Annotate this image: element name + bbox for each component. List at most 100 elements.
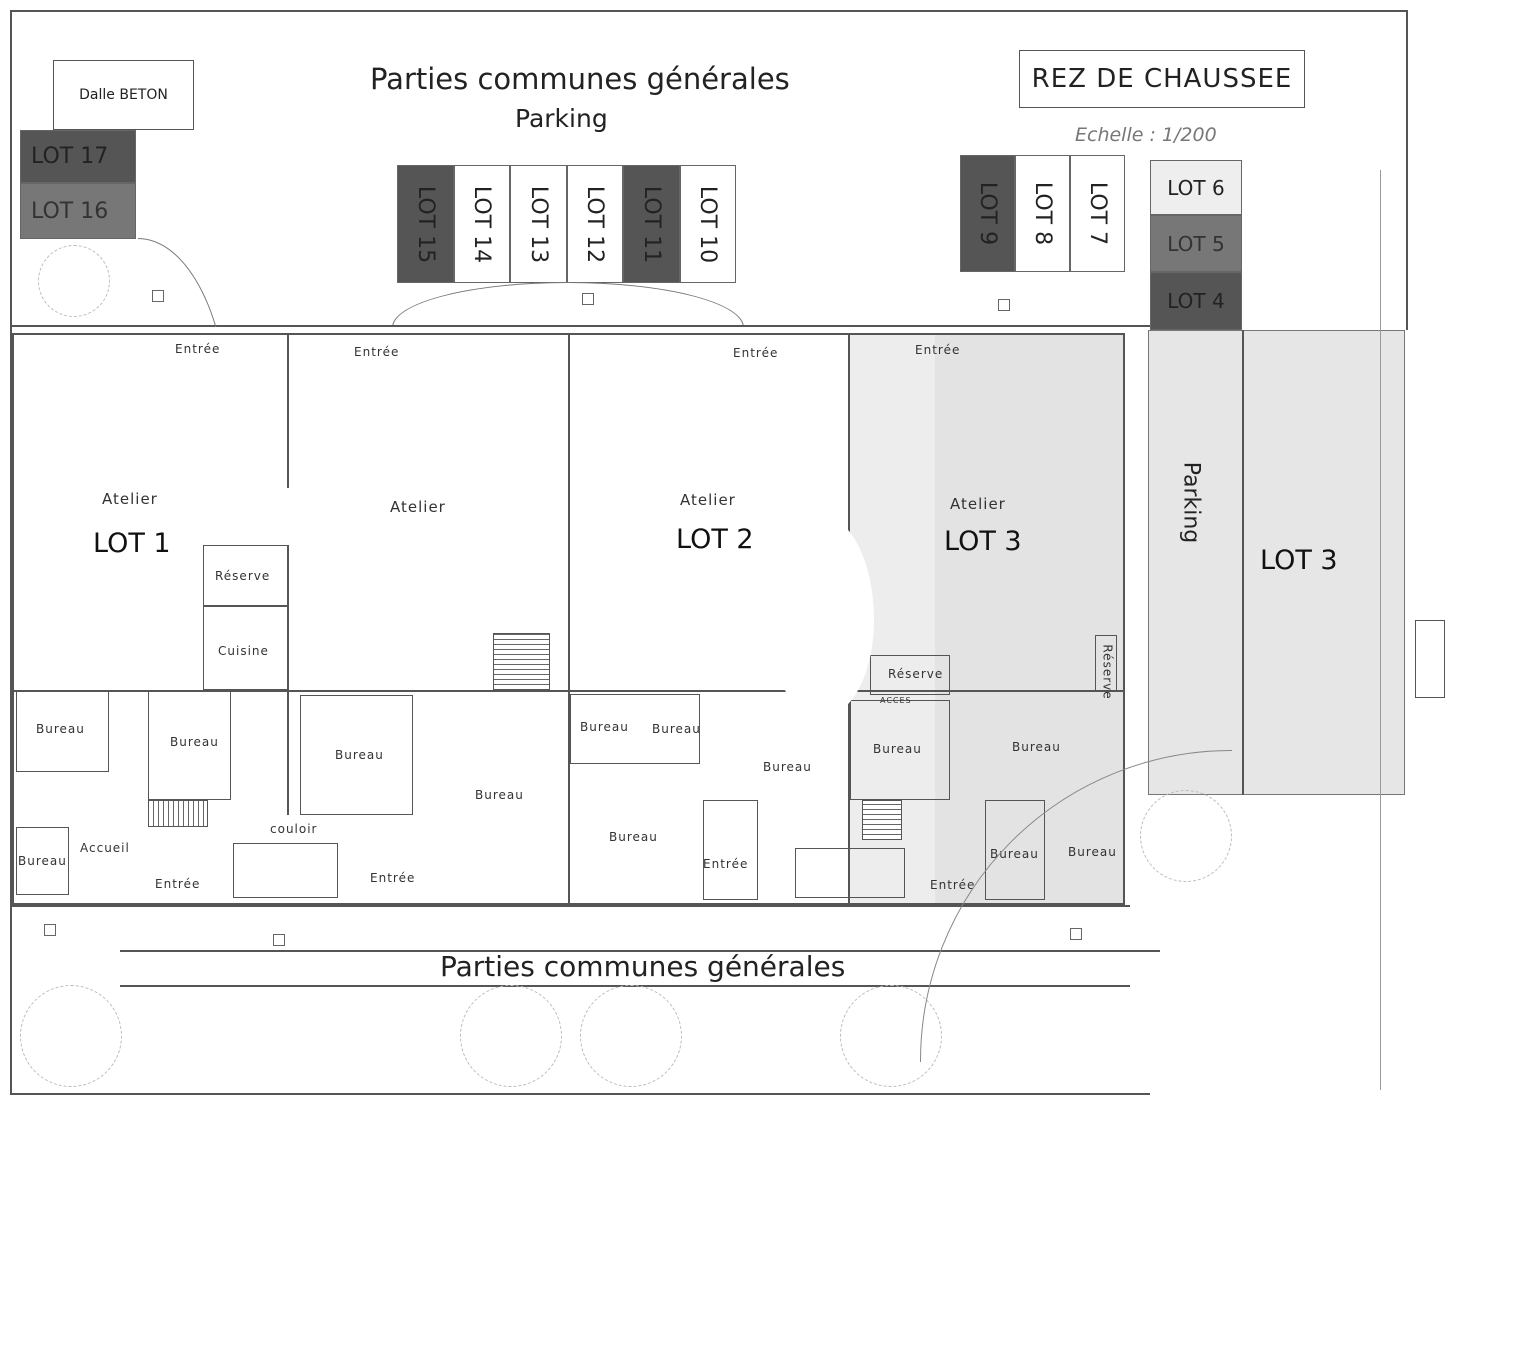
wall xyxy=(287,545,289,815)
parking-lot-14[interactable]: LOT 14 xyxy=(454,165,510,283)
parking-lot-4[interactable]: LOT 4 xyxy=(1150,272,1242,330)
unit-lot-2-label: LOT 2 xyxy=(676,524,754,555)
entrance-label: Entrée xyxy=(354,345,400,359)
reserve-label: Réserve xyxy=(1100,644,1115,700)
staircase-icon xyxy=(148,800,208,827)
parking-lot-11[interactable]: LOT 11 xyxy=(623,165,680,283)
site-boundary-bottom xyxy=(10,1093,1150,1095)
dalle-beton-box: Dalle BETON xyxy=(53,60,194,130)
entrance-label: Entrée xyxy=(370,871,416,885)
lot-11-label: LOT 11 xyxy=(639,185,664,263)
room-wall xyxy=(16,690,109,772)
pillar-marker xyxy=(273,934,285,946)
lot-4-label: LOT 4 xyxy=(1167,289,1225,313)
dalle-beton-label: Dalle BETON xyxy=(79,87,168,103)
tree-icon xyxy=(38,245,110,317)
staircase-icon xyxy=(493,633,550,690)
entrance-label: Entrée xyxy=(703,857,749,871)
lot-16-label: LOT 16 xyxy=(31,198,109,224)
lot-6-label: LOT 6 xyxy=(1167,175,1225,200)
road-edge xyxy=(1380,170,1411,1090)
room-wall xyxy=(1095,635,1117,692)
parking-lot-6[interactable]: LOT 6 xyxy=(1150,160,1242,215)
parking-lot-16[interactable]: LOT 16 xyxy=(20,183,136,239)
room-wall xyxy=(16,827,69,895)
site-boundary-left xyxy=(10,10,12,1095)
atelier-label: Atelier xyxy=(390,498,446,516)
accueil-label: Accueil xyxy=(80,841,130,855)
atelier-label: Atelier xyxy=(680,491,736,509)
bureau-label: Bureau xyxy=(873,742,922,756)
parking-lot-17[interactable]: LOT 17 xyxy=(20,130,136,183)
wall xyxy=(568,333,570,905)
parking-lot-15[interactable]: LOT 15 xyxy=(397,165,454,283)
pillar-marker xyxy=(998,299,1010,311)
tree-icon xyxy=(460,985,562,1087)
bureau-label: Bureau xyxy=(335,748,384,762)
scale-label: Echelle : 1/200 xyxy=(1075,124,1217,146)
wall xyxy=(287,333,289,488)
top-common-areas-title: Parties communes générales xyxy=(370,62,790,96)
parking-divider xyxy=(1242,330,1244,795)
lot-14-label: LOT 14 xyxy=(469,185,495,263)
entrance-label: Entrée xyxy=(733,346,779,360)
room-wall xyxy=(148,690,231,800)
walkway-edge xyxy=(10,905,1130,907)
parking-lot-13[interactable]: LOT 13 xyxy=(510,165,567,283)
parking-lot-9[interactable]: LOT 9 xyxy=(960,155,1015,272)
bureau-label: Bureau xyxy=(609,830,658,844)
wall xyxy=(12,690,1125,692)
wall xyxy=(203,605,288,607)
entrance-label: Entrée xyxy=(155,877,201,891)
room-wall xyxy=(300,695,413,815)
pillar-marker xyxy=(44,924,56,936)
entrance-label: Entrée xyxy=(175,342,221,356)
bureau-label: Bureau xyxy=(580,720,629,734)
room-wall xyxy=(870,655,950,695)
staircase-icon xyxy=(862,800,902,840)
tree-icon xyxy=(20,985,122,1087)
acces-label: ACCES xyxy=(880,696,912,705)
road-curve xyxy=(920,750,1232,1062)
lot-3-parking-area[interactable] xyxy=(1148,330,1405,795)
parking-side-label: Parking xyxy=(1178,461,1204,544)
unit-lot-3-label: LOT 3 xyxy=(944,526,1022,557)
entrance-label: Entrée xyxy=(930,878,976,892)
lot-15-label: LOT 15 xyxy=(413,185,438,263)
atelier-label: Atelier xyxy=(950,495,1006,513)
building-front-wall xyxy=(10,325,1150,327)
lot-8-label: LOT 8 xyxy=(1030,181,1055,246)
utility-box xyxy=(1415,620,1445,698)
bureau-label: Bureau xyxy=(1012,740,1061,754)
bureau-label: Bureau xyxy=(18,854,67,868)
parking-lot-7[interactable]: LOT 7 xyxy=(1070,155,1125,272)
lot-12-label: LOT 12 xyxy=(582,185,608,263)
room-wall xyxy=(203,545,288,690)
level-title: REZ DE CHAUSSEE xyxy=(1031,64,1293,94)
bureau-label: Bureau xyxy=(763,760,812,774)
parking-lot-8[interactable]: LOT 8 xyxy=(1015,155,1070,272)
parking-lot-12[interactable]: LOT 12 xyxy=(567,165,623,283)
lot-9-label: LOT 9 xyxy=(975,181,1000,246)
parking-lot-10[interactable]: LOT 10 xyxy=(680,165,736,283)
reserve-label: Réserve xyxy=(888,667,944,681)
redaction-blob xyxy=(772,515,874,715)
lot-17-label: LOT 17 xyxy=(31,144,109,169)
cuisine-label: Cuisine xyxy=(218,644,269,658)
site-boundary-right xyxy=(1406,10,1408,330)
level-title-box: REZ DE CHAUSSEE xyxy=(1019,50,1305,108)
unit-lot-1-label: LOT 1 xyxy=(93,528,171,559)
reserve-label: Réserve xyxy=(215,569,271,583)
bureau-label: Bureau xyxy=(170,735,219,749)
top-parking-title: Parking xyxy=(515,104,608,133)
lot-10-label: LOT 10 xyxy=(695,185,721,263)
room-wall xyxy=(703,800,758,900)
unit-lot-3-parking-label: LOT 3 xyxy=(1260,545,1338,576)
room-wall xyxy=(850,700,950,800)
room-wall xyxy=(570,694,700,764)
parking-lot-5[interactable]: LOT 5 xyxy=(1150,215,1242,272)
walkway-edge xyxy=(120,950,1160,952)
bureau-label: Bureau xyxy=(36,722,85,736)
bottom-common-areas-title: Parties communes générales xyxy=(440,950,846,983)
tree-icon xyxy=(580,985,682,1087)
